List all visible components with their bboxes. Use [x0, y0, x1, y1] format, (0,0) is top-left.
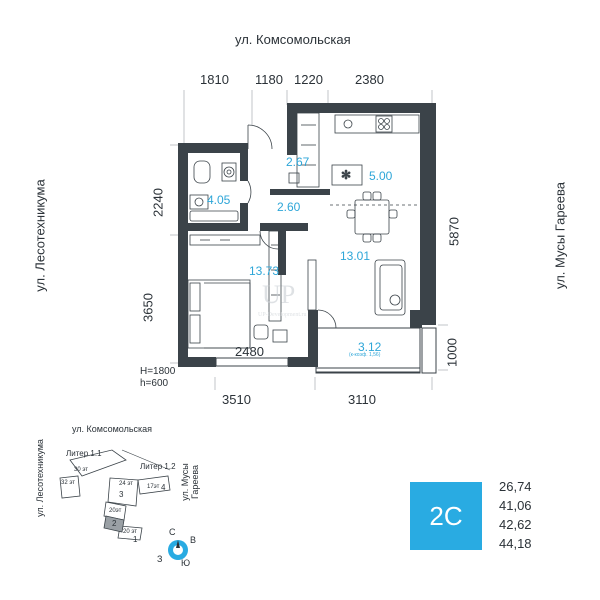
bathroom-fixtures — [189, 160, 239, 222]
room-area-closet: 2.67 — [286, 155, 310, 169]
dim-top-2: 1180 — [255, 72, 283, 87]
dim-left-1: 2240 — [150, 188, 166, 217]
bedroom-fixtures — [187, 234, 288, 349]
metric-4: 44,18 — [499, 536, 532, 551]
floors-32-label: 32 эт — [61, 480, 76, 486]
room-area-kitchen: 5.00 — [369, 169, 393, 183]
compass-icon — [168, 540, 188, 560]
room-area-wc: 4.05 — [207, 193, 231, 207]
room-area-bedroom: 13.73 — [249, 264, 280, 278]
sink — [189, 194, 209, 210]
metric-2: 41,06 — [499, 498, 532, 513]
section-2-label: 2 — [112, 519, 117, 528]
windows — [215, 357, 289, 367]
section-4-label: 4 — [161, 483, 166, 492]
walls — [178, 103, 436, 367]
compass-north: С — [169, 527, 176, 537]
metric-3: 42,62 — [499, 517, 532, 532]
site-plan — [59, 449, 171, 541]
dim-bottom-1: 3510 — [222, 392, 251, 407]
room-area-living: 13.01 — [340, 249, 371, 263]
section-3-label: 3 — [119, 490, 124, 499]
street-right: ул. Мусы Гареева — [552, 181, 568, 290]
svg-text:✻: ✻ — [341, 168, 351, 182]
floors-20b-label: 20 эт — [123, 529, 138, 535]
compass-south: Ю — [181, 558, 191, 568]
kitchen-unit — [331, 164, 363, 186]
floors-20a-label: 20эт — [109, 508, 122, 514]
liter-1-2-label: Литер 1.2 — [140, 462, 176, 471]
balcony-glazing — [315, 327, 437, 374]
dim-bottom-2: 3110 — [348, 392, 376, 407]
window-height-h1: H=1800 — [140, 366, 176, 377]
floors-24-label: 24 эт — [119, 481, 134, 487]
section-1-label: 1 — [133, 535, 138, 544]
compass-west: З — [157, 554, 163, 564]
watermark-text: UP-Development.ru — [258, 312, 307, 318]
floors-17-label: 17эт — [147, 484, 160, 490]
window-height-h2: h=600 — [140, 378, 169, 389]
dim-left-2: 3650 — [140, 293, 156, 322]
tv-unit — [307, 259, 317, 311]
sofa — [374, 259, 406, 316]
liter-1-1-label: Литер 1.1 — [66, 449, 102, 458]
apartment-type-badge: 2С — [410, 482, 482, 550]
building-32 — [59, 475, 81, 499]
street-left: ул. Лесотехникума — [32, 179, 48, 292]
watermark-logo: UP — [262, 280, 296, 309]
metric-1: 26,74 — [499, 479, 532, 494]
highlighted-section — [103, 515, 125, 533]
site-plan-street-top: ул. Комсомольская — [72, 424, 153, 434]
chair — [253, 324, 269, 340]
doors — [247, 124, 337, 329]
washer — [221, 162, 237, 182]
balcony-coefficient: (к-коэф. 1,56) — [349, 352, 381, 358]
room-area-hall: 2.60 — [277, 200, 301, 214]
dim-top-3: 1220 — [294, 72, 323, 87]
kitchen-fixtures: ✻ — [330, 114, 420, 243]
bed — [187, 279, 251, 349]
compass-east: В — [190, 535, 197, 545]
closet-fixtures — [268, 112, 320, 322]
bathtub — [189, 210, 239, 222]
building-17 — [137, 475, 171, 495]
building-20b — [117, 525, 143, 541]
dim-interior: 2480 — [235, 344, 264, 359]
living-fixtures — [307, 259, 406, 316]
dim-top-4: 2380 — [355, 72, 384, 87]
building-liter-1-1 — [69, 449, 127, 477]
building-24 — [107, 477, 139, 507]
floor-plan: ✻ — [170, 90, 448, 390]
street-top: ул. Комсомольская — [235, 32, 351, 47]
toilet — [193, 160, 211, 184]
dim-top-1: 1810 — [200, 72, 229, 87]
site-plan-street-left: ул. Лесотехникума — [35, 439, 45, 517]
room-area-balcony: 3.12 — [358, 340, 382, 354]
floors-30-label: 30 эт — [74, 467, 89, 473]
